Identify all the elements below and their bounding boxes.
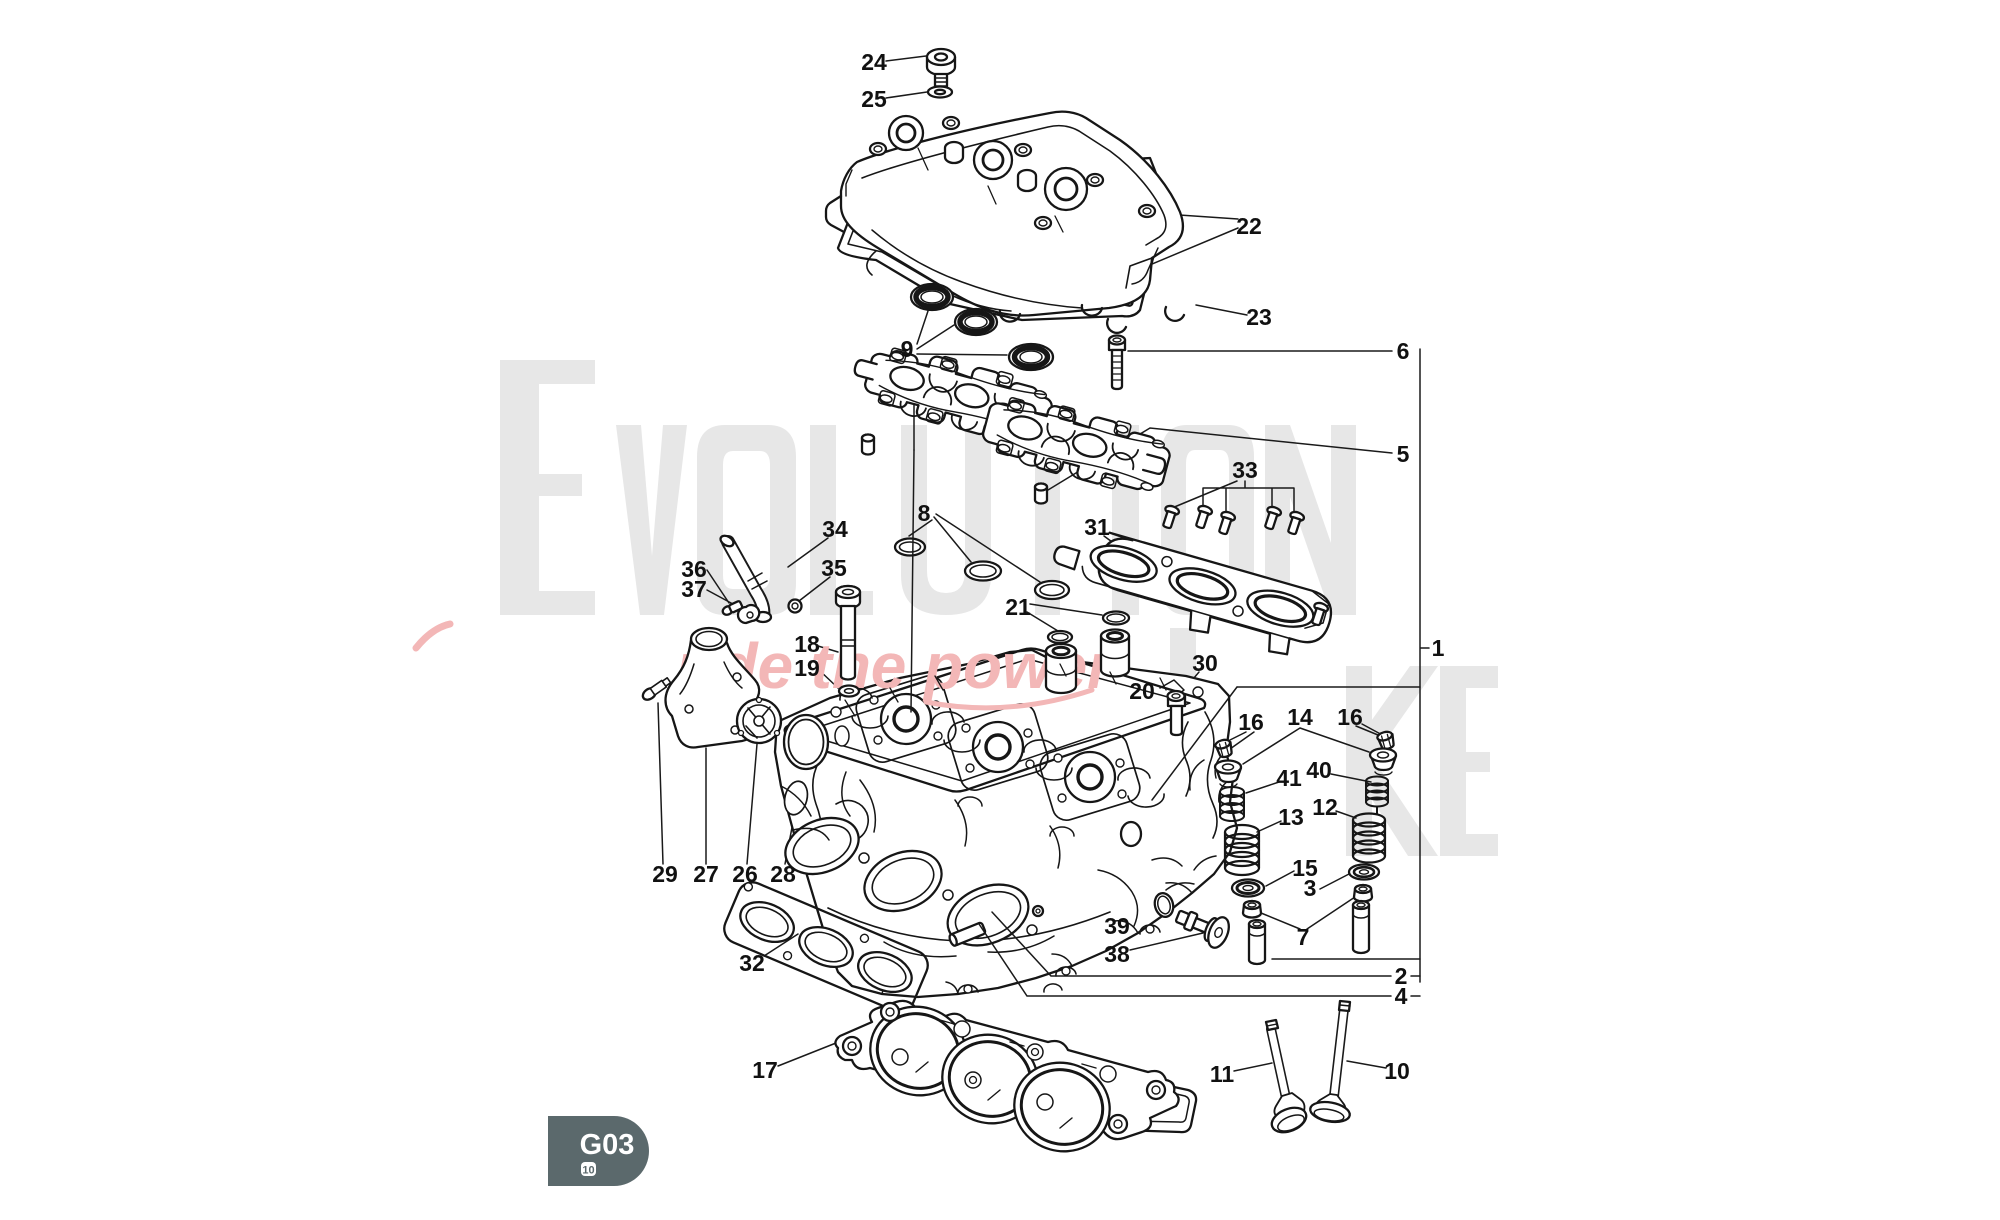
svg-text:37: 37 bbox=[681, 576, 707, 602]
svg-text:16: 16 bbox=[1238, 709, 1264, 735]
svg-text:5: 5 bbox=[1397, 441, 1410, 467]
svg-text:38: 38 bbox=[1104, 941, 1130, 967]
svg-text:2: 2 bbox=[1395, 963, 1408, 989]
svg-text:32: 32 bbox=[739, 950, 765, 976]
svg-text:17: 17 bbox=[752, 1057, 778, 1083]
svg-text:4: 4 bbox=[1395, 983, 1408, 1009]
svg-text:28: 28 bbox=[770, 861, 796, 887]
svg-text:23: 23 bbox=[1246, 304, 1272, 330]
svg-text:36: 36 bbox=[681, 556, 707, 582]
svg-text:19: 19 bbox=[794, 655, 820, 681]
svg-text:26: 26 bbox=[732, 861, 758, 887]
svg-text:9: 9 bbox=[901, 336, 914, 362]
svg-text:12: 12 bbox=[1312, 794, 1338, 820]
svg-text:40: 40 bbox=[1306, 757, 1332, 783]
svg-text:6: 6 bbox=[1397, 338, 1410, 364]
svg-text:31: 31 bbox=[1084, 514, 1110, 540]
svg-text:18: 18 bbox=[794, 631, 820, 657]
svg-text:22: 22 bbox=[1236, 213, 1262, 239]
svg-text:39: 39 bbox=[1104, 913, 1130, 939]
svg-text:33: 33 bbox=[1232, 457, 1258, 483]
svg-text:27: 27 bbox=[693, 861, 719, 887]
svg-text:35: 35 bbox=[821, 555, 847, 581]
svg-text:8: 8 bbox=[918, 500, 931, 526]
svg-text:29: 29 bbox=[652, 861, 678, 887]
svg-text:20: 20 bbox=[1129, 678, 1155, 704]
svg-text:3: 3 bbox=[1304, 875, 1317, 901]
svg-text:1: 1 bbox=[1432, 635, 1445, 661]
svg-text:10: 10 bbox=[582, 1165, 594, 1177]
svg-text:30: 30 bbox=[1192, 650, 1218, 676]
svg-text:21: 21 bbox=[1005, 594, 1031, 620]
svg-text:14: 14 bbox=[1287, 704, 1313, 730]
svg-text:16: 16 bbox=[1337, 704, 1363, 730]
svg-text:10: 10 bbox=[1384, 1058, 1410, 1084]
svg-text:G03: G03 bbox=[580, 1129, 635, 1161]
svg-text:13: 13 bbox=[1278, 804, 1304, 830]
svg-text:25: 25 bbox=[861, 86, 887, 112]
svg-text:24: 24 bbox=[861, 49, 887, 75]
svg-text:15: 15 bbox=[1292, 855, 1318, 881]
svg-text:11: 11 bbox=[1210, 1061, 1235, 1087]
svg-text:34: 34 bbox=[822, 516, 848, 542]
svg-text:7: 7 bbox=[1297, 924, 1310, 950]
svg-text:41: 41 bbox=[1276, 765, 1302, 791]
